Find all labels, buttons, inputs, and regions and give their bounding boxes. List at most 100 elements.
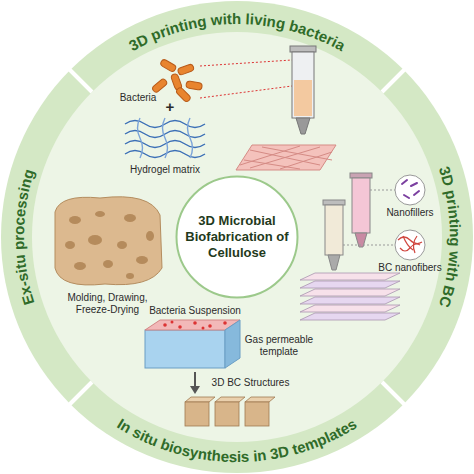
porous-sponge xyxy=(65,241,75,249)
printed-lattice xyxy=(250,147,320,168)
syringe-symbol xyxy=(350,173,372,178)
zoom-circle xyxy=(411,183,417,186)
leader-dots xyxy=(200,60,292,98)
bacteria-cells xyxy=(177,64,194,76)
porous-sponge xyxy=(74,262,86,270)
gas-permeable-template xyxy=(163,321,227,330)
stacked-layers xyxy=(300,281,400,288)
stacked-layers xyxy=(300,313,400,320)
gas-permeable-template xyxy=(145,320,240,368)
zoom-circle xyxy=(398,237,422,244)
zoom-circle xyxy=(402,180,419,198)
outer-ring xyxy=(68,382,92,406)
bacteria-cells xyxy=(186,81,203,91)
gas-permeable-template xyxy=(178,325,182,329)
syringe-symbol xyxy=(325,205,343,255)
leader-dots xyxy=(200,60,292,66)
bacteria-cells xyxy=(151,59,202,103)
part-label: Molding, Drawing, Freeze-Drying xyxy=(55,292,160,315)
center-circle: 3D Microbial Biofabrication of Cellulose xyxy=(175,175,299,299)
gas-permeable-template xyxy=(202,327,205,330)
syringe-symbol xyxy=(290,46,316,134)
section-heading: 3D printing with living bacteria xyxy=(126,10,349,54)
zoom-circle xyxy=(402,180,407,184)
printed-lattice xyxy=(280,152,332,169)
part-label: Bacteria xyxy=(118,92,158,104)
bc-structures xyxy=(185,402,209,426)
gas-permeable-template xyxy=(223,321,227,325)
part-label: Nanofillers xyxy=(380,207,440,219)
porous-sponge xyxy=(55,197,162,285)
plus-sign: + xyxy=(158,98,182,115)
bacteria-cells xyxy=(151,78,168,94)
zoom-circle xyxy=(370,190,395,191)
section-heading: Ex-situ processing xyxy=(10,167,37,307)
process-arrow xyxy=(194,372,196,387)
printed-lattice xyxy=(240,146,300,165)
stacked-layers xyxy=(300,273,400,280)
porous-sponge xyxy=(88,235,102,245)
gas-permeable-template xyxy=(208,324,212,328)
hydrogel-matrix xyxy=(125,118,205,158)
porous-sponge xyxy=(146,231,154,241)
section-heading: 3D printing with BC xyxy=(436,164,464,309)
hydrogel-matrix xyxy=(163,118,168,158)
zoom-circle xyxy=(343,245,395,246)
bc-structures xyxy=(185,397,275,426)
zoom-circle xyxy=(413,236,417,253)
hydrogel-matrix xyxy=(188,118,193,158)
process-arrow xyxy=(190,372,200,394)
zoom-circle xyxy=(398,236,422,253)
porous-sponge xyxy=(124,214,136,222)
gas-permeable-template xyxy=(163,323,167,327)
hydrogel-matrix xyxy=(138,118,143,158)
bc-structures xyxy=(215,402,239,426)
syringe-symbol xyxy=(323,173,372,270)
stacked-layers xyxy=(300,305,400,312)
gas-permeable-template xyxy=(145,320,240,330)
gas-permeable-template xyxy=(171,321,174,324)
part-label: Hydrogel matrix xyxy=(120,164,210,176)
gas-permeable-template xyxy=(145,330,225,368)
part-label: 3D BC Structures xyxy=(203,377,298,389)
porous-sponge xyxy=(95,211,105,217)
outer-ring xyxy=(32,32,442,442)
zoom-circle xyxy=(395,175,425,205)
bc-structures xyxy=(245,397,275,402)
circle-outline xyxy=(177,177,298,298)
bc-structures xyxy=(245,402,269,426)
stacked-layers xyxy=(300,273,400,320)
center-title: 3D Microbial Biofabrication of Cellulose xyxy=(185,213,289,262)
gas-permeable-template xyxy=(193,321,197,325)
porous-sponge xyxy=(69,216,81,224)
part-label: Gas permeable template xyxy=(243,334,315,357)
zoom-circle xyxy=(414,191,419,195)
section-heading: Ex-situ processing xyxy=(10,167,37,307)
porous-sponge xyxy=(117,241,127,249)
outer-ring xyxy=(68,68,92,92)
porous-sponge xyxy=(65,211,154,279)
leader-dots xyxy=(200,86,292,98)
bc-structures xyxy=(185,397,215,402)
printed-lattice xyxy=(236,145,336,170)
printed-lattice xyxy=(240,146,332,169)
syringe-symbol xyxy=(296,118,310,134)
outer-ring xyxy=(382,68,406,92)
section-heading: 3D printing with BC xyxy=(436,164,464,309)
zoom-circle xyxy=(403,236,413,250)
stacked-layers xyxy=(300,289,400,296)
bacteria-cells xyxy=(175,87,191,103)
porous-sponge xyxy=(136,256,148,264)
bacteria-cells xyxy=(160,59,177,73)
porous-sponge xyxy=(126,273,134,279)
syringe-symbol xyxy=(328,255,340,270)
syringe-symbol xyxy=(323,200,345,205)
porous-sponge xyxy=(55,197,162,285)
syringe-symbol xyxy=(294,80,312,116)
process-arrow xyxy=(190,386,200,394)
part-label: BC nanofibers xyxy=(372,262,448,274)
syringe-symbol xyxy=(292,52,314,118)
